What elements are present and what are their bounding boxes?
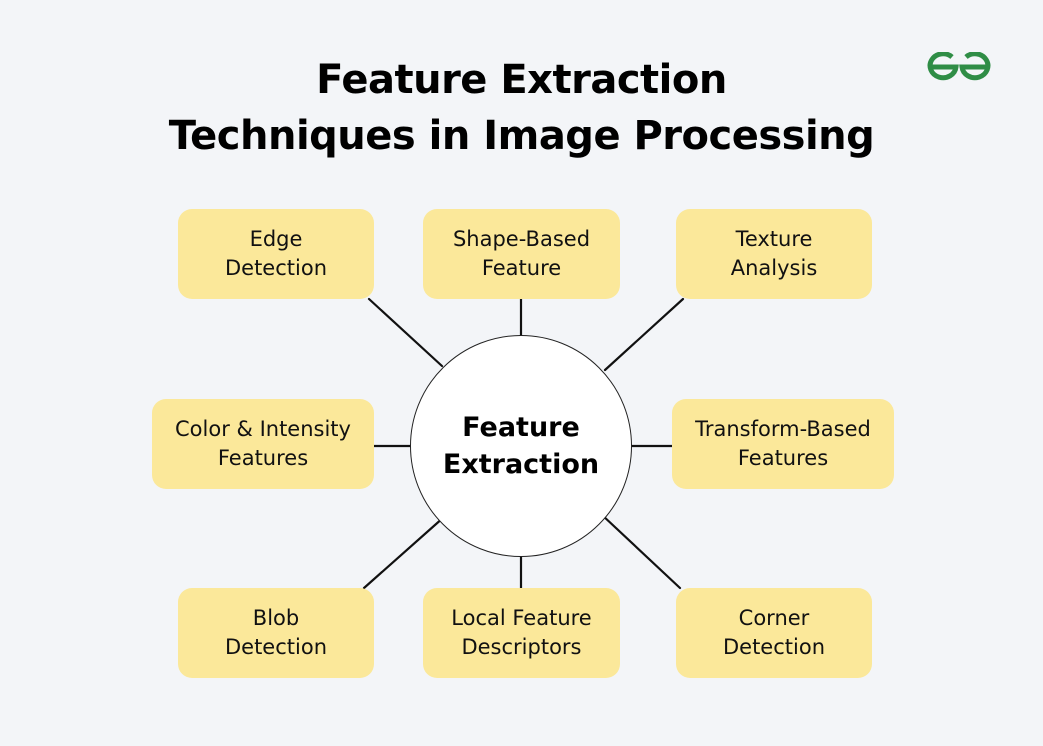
- node-label-line-1: Local Feature: [451, 606, 592, 630]
- node-color-intensity-features: Color & Intensity Features: [152, 399, 374, 489]
- node-transform-based-features: Transform-Based Features: [672, 399, 894, 489]
- node-local-feature-descriptors: Local Feature Descriptors: [423, 588, 620, 678]
- node-label-line-2: Detection: [224, 256, 328, 280]
- connector-blob-detection: [362, 515, 446, 590]
- node-blob-detection: Blob Detection: [178, 588, 374, 678]
- node-label-line-2: Detection: [722, 635, 826, 659]
- node-shape-based-feature: Shape-Based Feature: [423, 209, 620, 299]
- node-label-line-2: Feature: [481, 256, 562, 280]
- node-label-line-1: Texture: [735, 227, 813, 251]
- node-label-line-1: Transform-Based: [695, 417, 871, 441]
- node-label-line-1: Blob: [252, 606, 300, 630]
- title-line-2: Techniques in Image Processing: [168, 113, 875, 159]
- diagram-title: Feature Extraction Techniques in Image P…: [0, 52, 1043, 164]
- node-corner-detection: Corner Detection: [676, 588, 872, 678]
- node-label-line-1: Shape-Based: [452, 227, 591, 251]
- node-label-line-2: Descriptors: [461, 635, 582, 659]
- title-line-1: Feature Extraction: [316, 57, 727, 103]
- node-texture-analysis: Texture Analysis: [676, 209, 872, 299]
- central-label-line-1: Feature: [462, 412, 580, 443]
- node-label-line-2: Features: [737, 446, 829, 470]
- node-edge-detection: Edge Detection: [178, 209, 374, 299]
- connector-edge-detection: [367, 297, 444, 368]
- central-label-line-2: Extraction: [442, 449, 600, 480]
- node-label-line-2: Analysis: [730, 256, 818, 280]
- node-label-line-2: Features: [217, 446, 309, 470]
- node-label-line-2: Detection: [224, 635, 328, 659]
- gfg-logo-icon: [927, 52, 991, 81]
- connector-corner-detection: [599, 512, 682, 590]
- connector-texture-analysis: [603, 297, 685, 372]
- node-label-line-1: Color & Intensity: [175, 417, 351, 441]
- node-label-line-1: Edge: [249, 227, 303, 251]
- central-node-feature-extraction: Feature Extraction: [410, 335, 632, 557]
- node-label-line-1: Corner: [738, 606, 810, 630]
